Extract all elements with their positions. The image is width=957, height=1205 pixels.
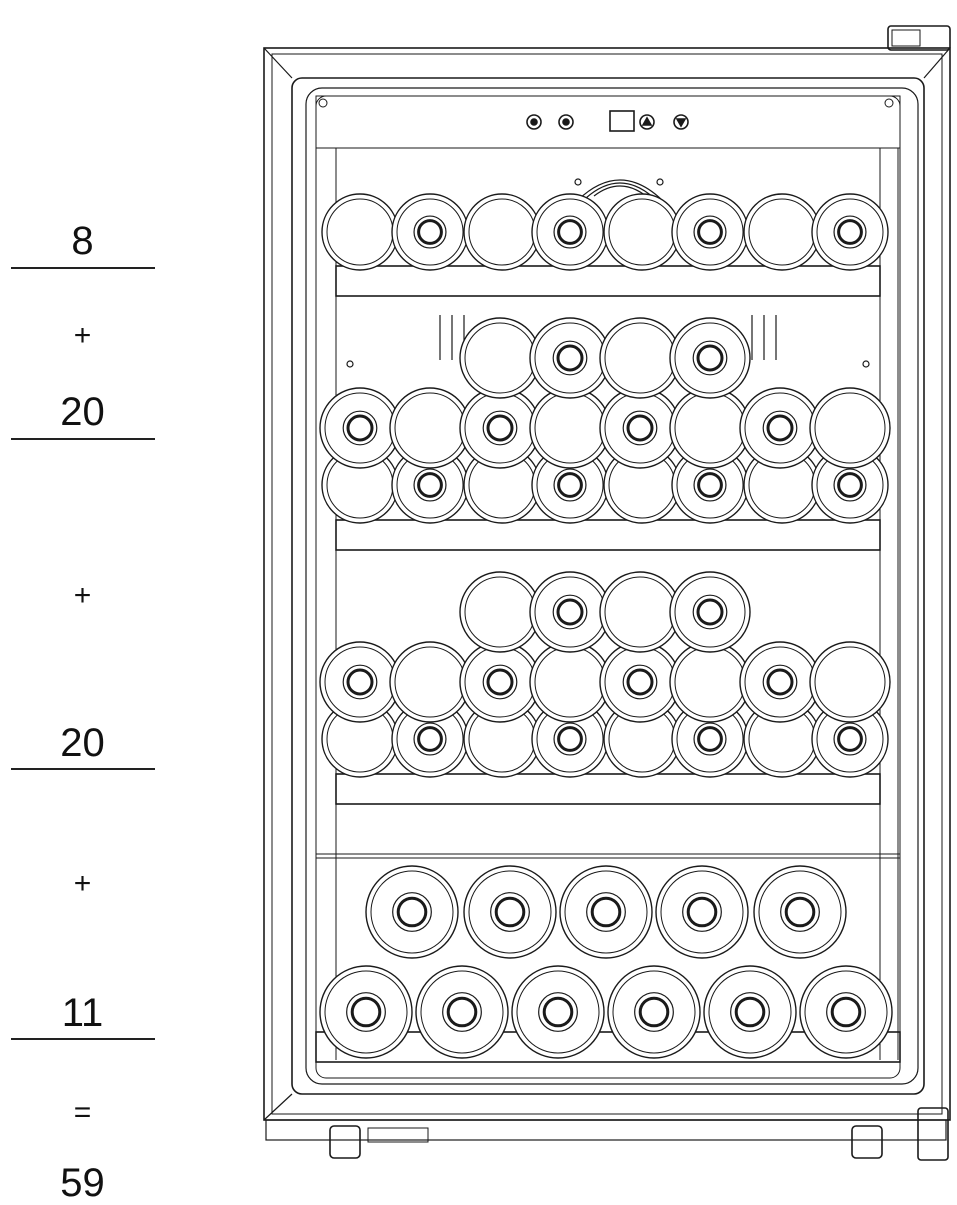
bottle-58 [703,965,797,1059]
bottle-56 [511,965,605,1059]
bottle-40 [529,641,611,723]
bottle-7 [743,193,821,271]
divider-line [11,438,155,440]
bottle-23 [739,387,821,469]
plus-sign: + [73,319,92,352]
wine-fridge-diagram [263,25,951,1161]
up-arrow-icon [639,114,655,130]
bottle-41 [599,641,681,723]
bottle-57 [607,965,701,1059]
down-arrow-icon [673,114,689,130]
bottle-54 [319,965,413,1059]
control-panel [315,95,901,149]
bottle-43 [739,641,821,723]
bottom-hinge [917,1107,949,1161]
bottle-28 [669,317,751,399]
power-icon [526,114,542,130]
bottle-52 [655,865,749,959]
front-foot-left [329,1125,361,1159]
bottle-26 [529,317,611,399]
shelf-4 [315,1031,901,1063]
bottle-4 [531,193,609,271]
vent-grille [346,315,870,368]
bottle-20 [529,387,611,469]
bottle-2 [391,193,469,271]
shelf-2-count: 20 [60,390,105,434]
shelf-4-count: 11 [61,991,104,1035]
bottle-51 [559,865,653,959]
bottle-count-tally: 8 + 20 + 20 + 11 = 59 [0,0,160,1205]
bottle-24 [809,387,891,469]
bottle-59 [799,965,893,1059]
bottle-49 [365,865,459,959]
bottle-42 [669,641,751,723]
bottle-21 [599,387,681,469]
shelf-1 [335,265,881,297]
display-icon [609,110,635,132]
bottle-18 [389,387,471,469]
shelf-3 [335,773,881,805]
bottle-19 [459,387,541,469]
glass-door [291,77,925,1095]
bottle-17 [319,387,401,469]
plus-sign: + [73,579,92,612]
shelf-rails [315,265,901,1063]
bottle-39 [459,641,541,723]
bottle-3 [463,193,541,271]
bottle-6 [671,193,749,271]
bottle-44 [809,641,891,723]
bottle-1 [321,193,399,271]
bottle-53 [753,865,847,959]
front-foot-right [851,1125,883,1159]
bottle-38 [389,641,471,723]
bottle-8 [811,193,889,271]
cabinet-base [265,1107,949,1161]
bottle-48 [669,571,751,653]
bottle-46 [529,571,611,653]
bottle-27 [599,317,681,399]
shelf-2 [335,519,881,551]
fan-icon [574,178,664,201]
top-hinge [887,25,951,51]
equals-sign: = [73,1096,92,1129]
bottle-34 [671,700,749,778]
bottle-5 [603,193,681,271]
bottle-grid [319,193,893,1059]
bottle-47 [599,571,681,653]
shelf-3-count: 20 [60,721,105,765]
bottle-50 [463,865,557,959]
divider-line [11,768,155,770]
bottle-45 [459,571,541,653]
divider-line [11,267,155,269]
bottle-37 [319,641,401,723]
shelf-1-count: 8 [71,219,94,263]
bottle-55 [415,965,509,1059]
bottle-25 [459,317,541,399]
bottle-22 [669,387,751,469]
total-count: 59 [60,1161,105,1205]
plus-sign: + [73,867,92,900]
divider-line [11,1038,155,1040]
light-icon [558,114,574,130]
